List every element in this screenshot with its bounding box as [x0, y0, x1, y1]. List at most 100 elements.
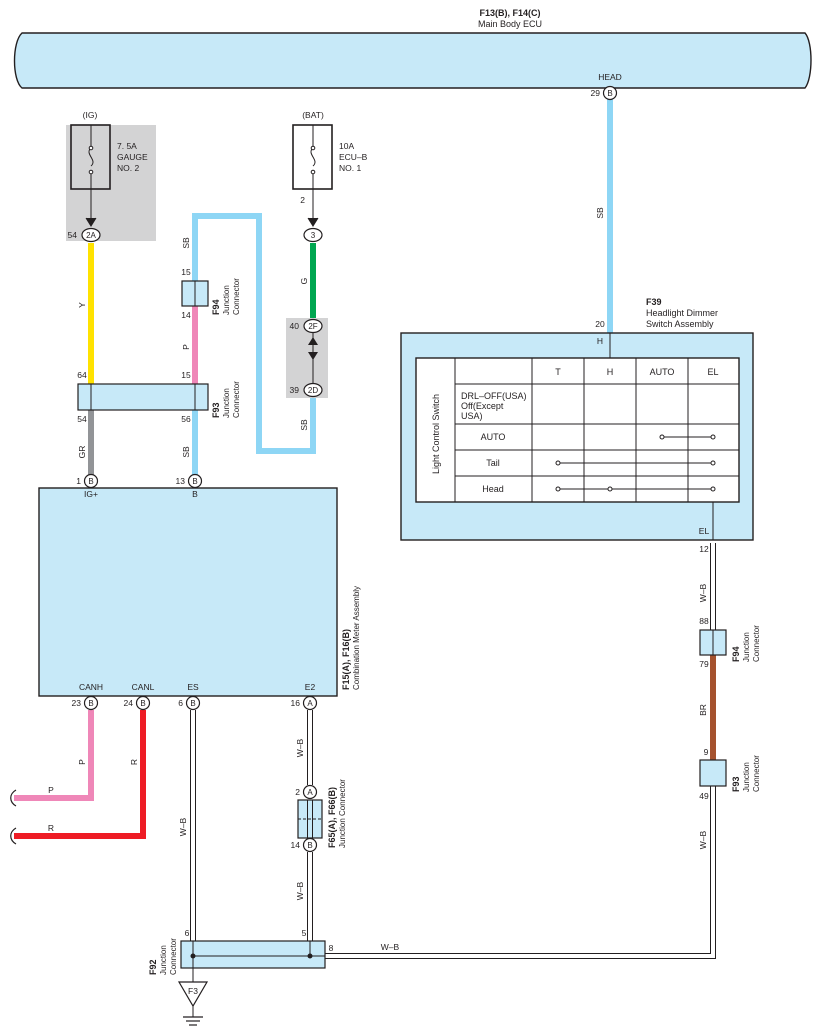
fuse-bat-name: ECU–B — [339, 152, 368, 162]
f65-f66-junction: A 2 B 14 F65(A), F66(B) Junction Connect… — [291, 779, 347, 853]
meter-es-terminal-label: B — [190, 699, 195, 708]
dimmer-term-h: H — [597, 336, 603, 346]
dimmer-term-el: EL — [699, 526, 710, 536]
f65-code: F65(A), F66(B) — [327, 787, 337, 848]
wire-r-canl — [14, 710, 146, 839]
connector-3 — [303, 227, 323, 243]
f92-line2: Connector — [169, 938, 178, 975]
f92-pin-right: 8 — [329, 943, 334, 953]
meter-term-canh: CANH — [79, 682, 103, 692]
table-row-head: Head — [482, 484, 504, 494]
fuse-bat-no: NO. 1 — [339, 163, 361, 173]
ecu-head-pin: 29 — [591, 88, 601, 98]
f94-right-line1: Junction — [742, 632, 751, 662]
dimmer-line1: Headlight Dimmer — [646, 308, 718, 318]
dimmer-pin-el: 12 — [699, 544, 709, 554]
meter-canl-terminal — [135, 695, 151, 711]
fuse-bat-group: (BAT) 10A ECU–B NO. 1 2 3 — [292, 110, 368, 243]
wire-label-p-canh-horiz: P — [48, 785, 54, 795]
f94-right-pin-bottom: 79 — [699, 659, 709, 669]
f94-left-code: F94 — [211, 299, 221, 315]
f94-right: 88 79 F94 Junction Connector — [699, 616, 761, 669]
ground-symbol: F3 — [177, 981, 209, 1026]
light-control-table: Light Control Switch T H AUTO EL DRL–OFF… — [415, 357, 740, 503]
f93-right: 9 49 F93 Junction Connector — [699, 747, 761, 801]
f92-code: F92 — [148, 959, 158, 975]
meter-canh-terminal-label: B — [88, 699, 93, 708]
wire-label-br: BR — [698, 704, 708, 716]
connector-f65-a-label: A — [307, 788, 313, 797]
connector-2f-pin: 40 — [290, 321, 300, 331]
f93-right-pin-bottom: 49 — [699, 791, 709, 801]
f94-left-pin-top: 15 — [181, 267, 191, 277]
wire-label-sb-loop: SB — [181, 237, 191, 249]
ecu-terminal-head: HEAD — [598, 72, 622, 82]
table-row-drl-line1: DRL–OFF(USA) — [461, 391, 527, 401]
meter-e2-terminal-label: A — [307, 699, 313, 708]
wire-label-gr: GR — [77, 446, 87, 459]
fuse-bat-icon — [310, 147, 316, 167]
wire-p-canh — [14, 710, 94, 801]
f93-right-line1: Junction — [742, 762, 751, 792]
table-connections — [555, 434, 716, 492]
table-row-auto: AUTO — [481, 432, 506, 442]
f93-left-pin-bm: 56 — [181, 414, 191, 424]
table-row-tail: Tail — [486, 458, 500, 468]
wire-sb-loop — [192, 213, 316, 454]
wire-label-wb-es: W–B — [178, 817, 188, 836]
wire-label-sb-head: SB — [595, 207, 605, 219]
f93-right-code: F93 — [731, 776, 741, 792]
wire-label-wb-e2: W–B — [295, 738, 305, 757]
ecu-name: Main Body ECU — [478, 19, 542, 29]
dimmer-pin-h: 20 — [595, 319, 605, 329]
table-col-el: EL — [707, 367, 718, 377]
f93-left: 64 54 15 56 F93 Junction Connector — [77, 370, 241, 424]
connector-2a-label: 2A — [86, 231, 96, 240]
fuse-ig-rating: 7. 5A — [117, 141, 137, 151]
ground-label: F3 — [188, 986, 198, 996]
can-wire-ends — [10, 789, 17, 845]
fuse-bat-pin: 2 — [300, 195, 305, 205]
wire-label-wb-f93: W–B — [698, 830, 708, 849]
f93-right-pin-top: 9 — [704, 747, 709, 757]
f65-pin-top: 2 — [295, 787, 300, 797]
connector-2a — [81, 227, 101, 243]
table-row-drl-line2: Off(Except — [461, 401, 504, 411]
f65-pin-bottom: 14 — [291, 840, 301, 850]
connector-2d-pin: 39 — [290, 385, 300, 395]
table-col-t: T — [555, 367, 561, 377]
meter-b-terminal-label: B — [192, 477, 197, 486]
wire-wb-group — [190, 543, 716, 982]
meter-canl-pin: 24 — [124, 698, 134, 708]
connector-3-label: 3 — [311, 231, 316, 240]
fuse-bat-source: (BAT) — [302, 110, 324, 120]
meter-b-terminal — [187, 473, 203, 489]
connector-f66-b-label: B — [307, 841, 312, 850]
wire-labels: SB Y GR SB P SB G SB P P R R W–B W–B W–B… — [48, 207, 708, 952]
ecu-code: F13(B), F14(C) — [479, 8, 540, 18]
table-col-auto: AUTO — [650, 367, 675, 377]
f93-left-code: F93 — [211, 402, 221, 418]
wire-label-sb-meter: SB — [181, 446, 191, 458]
f92-pin-left: 6 — [185, 928, 190, 938]
wire-label-p-junction: P — [181, 344, 191, 350]
joint-2f-2d: 2F 40 2D 39 — [286, 318, 328, 398]
f93-left-line1: Junction — [222, 388, 231, 418]
fuse-bat-rating: 10A — [339, 141, 354, 151]
wire-label-wb-f92: W–B — [381, 942, 400, 952]
meter-es-terminal — [185, 695, 201, 711]
meter-name: Combination Meter Assembly — [352, 586, 361, 690]
meter-es-pin: 6 — [178, 698, 183, 708]
main-body-ecu: F13(B), F14(C) Main Body ECU HEAD — [13, 8, 812, 89]
meter-code: F15(A), F16(B) — [341, 629, 351, 690]
f65-name: Junction Connector — [338, 779, 347, 848]
wire-label-g: G — [299, 278, 309, 285]
f93-left-pin-tl: 64 — [77, 370, 87, 380]
f94-right-code: F94 — [731, 646, 741, 662]
meter-canl-terminal-label: B — [140, 699, 145, 708]
headlight-dimmer-switch: F39 Headlight Dimmer Switch Assembly 20 … — [400, 297, 754, 554]
connector-2d-label: 2D — [308, 386, 318, 395]
table-col-h: H — [607, 367, 614, 377]
f92-junction: 6 5 8 F92 Junction Connector — [148, 928, 334, 975]
